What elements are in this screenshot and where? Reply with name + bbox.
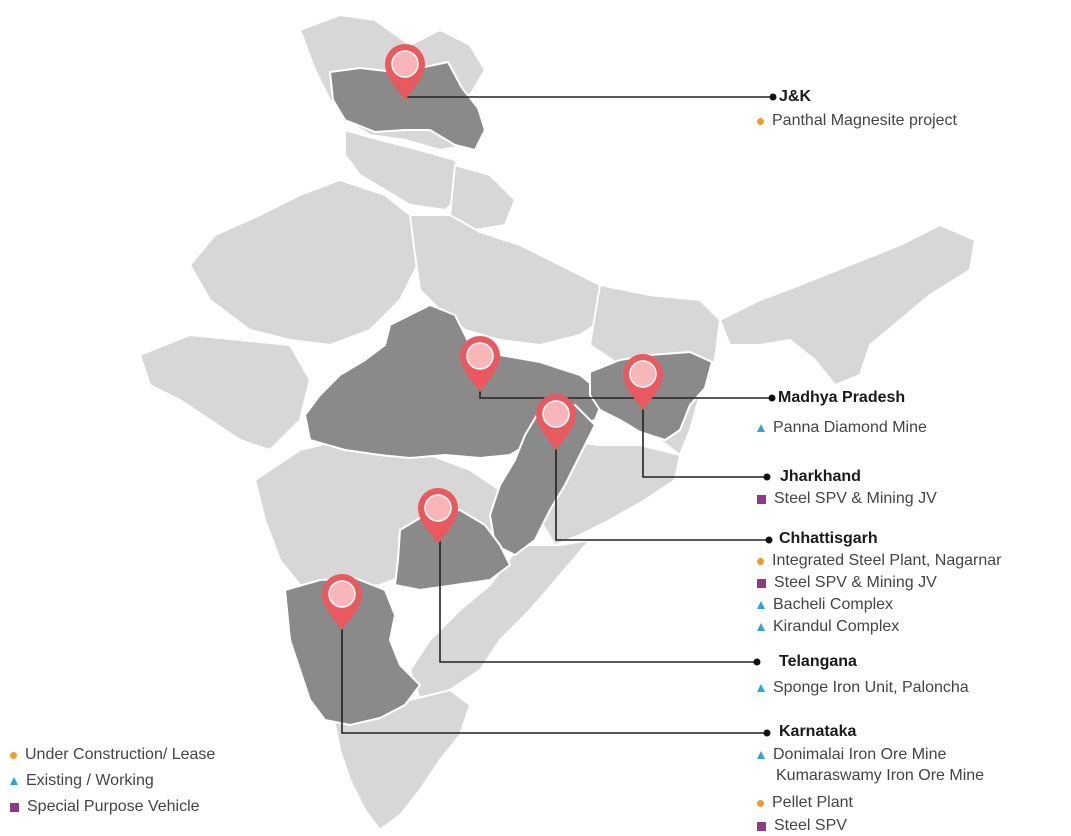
item-label: Kirandul Complex (773, 618, 900, 635)
legend-label: Special Purpose Vehicle (27, 798, 200, 815)
item-label: Steel SPV & Mining JV (774, 574, 937, 591)
item-label: Pellet Plant (772, 794, 853, 811)
list-item: Kumaraswamy Iron Ore Mine (776, 767, 984, 785)
existing-marker-icon (757, 751, 765, 759)
item-label: Panthal Magnesite project (772, 112, 957, 129)
list-item: Kirandul Complex (757, 618, 899, 636)
region-himachal (344, 129, 471, 211)
under-construction-marker-icon (757, 799, 764, 807)
list-item: Pellet Plant (757, 794, 853, 812)
under-construction-marker-icon (757, 557, 764, 565)
list-item: Bacheli Complex (757, 596, 893, 614)
item-label: Donimalai Iron Ore Mine (773, 746, 947, 763)
existing-marker-icon (10, 777, 18, 785)
list-item: Steel SPV (757, 817, 847, 835)
existing-marker-icon (757, 623, 765, 631)
existing-marker-icon (757, 424, 765, 432)
item-label: Steel SPV (774, 817, 847, 834)
item-label: Panna Diamond Mine (773, 419, 927, 436)
item-label: Bacheli Complex (773, 596, 894, 613)
under-construction-marker-icon (757, 117, 764, 125)
region-andhra (409, 539, 591, 701)
list-item: Steel SPV & Mining JV (757, 490, 937, 508)
state-label-karnataka: Karnataka (779, 723, 857, 740)
region-up (409, 214, 611, 346)
state-label-telangana: Telangana (779, 653, 857, 670)
leader-telangana (439, 520, 755, 663)
pin-jharkhand-icon (622, 353, 664, 411)
pin-chhattisgarh-icon (535, 393, 577, 451)
item-label: Integrated Steel Plant, Nagarnar (772, 552, 1002, 569)
leader-dot-telangana (753, 658, 761, 666)
leader-chhattisgarh (555, 425, 767, 541)
legend-label: Under Construction/ Lease (25, 746, 216, 763)
state-chhattisgarh (489, 404, 596, 556)
list-item: Sponge Iron Unit, Paloncha (757, 679, 969, 697)
country-base (139, 14, 976, 831)
pin-madhya-pradesh-icon (459, 335, 501, 393)
existing-marker-icon (757, 601, 765, 609)
state-label-madhya-pradesh: Madhya Pradesh (778, 389, 906, 406)
region-gujarat (139, 334, 311, 451)
item-label: Steel SPV & Mining JV (774, 490, 937, 507)
pin-karnataka-icon (321, 573, 363, 631)
pin-telangana-icon (417, 487, 459, 545)
legend-label: Existing / Working (26, 772, 154, 789)
state-label-jharkhand: Jharkhand (780, 468, 861, 485)
list-item: Integrated Steel Plant, Nagarnar (757, 552, 1001, 570)
pin-jk-icon (384, 43, 426, 101)
leader-dot-chhattisgarh (765, 536, 773, 544)
state-label-chhattisgarh: Chhattisgarh (779, 530, 878, 547)
leader-dot-jk (769, 93, 777, 101)
item-label: Kumaraswamy Iron Ore Mine (776, 767, 985, 784)
list-item: Panna Diamond Mine (757, 419, 927, 437)
under-construction-marker-icon (10, 751, 17, 759)
leader-dot-jharkhand (763, 473, 771, 481)
list-item: Donimalai Iron Ore Mine (757, 746, 946, 764)
state-label-jk: J&K (779, 88, 812, 105)
leader-karnataka (341, 600, 765, 734)
legend-item-under-construction: Under Construction/ Lease (10, 746, 215, 764)
state-karnataka (284, 577, 421, 726)
legend-item-existing: Existing / Working (10, 772, 154, 790)
legend-item-spv: Special Purpose Vehicle (10, 798, 200, 816)
region-northeast (719, 224, 976, 386)
region-south-tip (329, 689, 471, 831)
item-label: Sponge Iron Unit, Paloncha (773, 679, 969, 696)
list-item: Panthal Magnesite project (757, 112, 957, 130)
leader-dot-karnataka (763, 729, 771, 737)
leader-dot-madhya-pradesh (768, 394, 776, 402)
existing-marker-icon (757, 684, 765, 692)
spv-marker-icon (10, 802, 19, 812)
spv-marker-icon (757, 821, 766, 831)
spv-marker-icon (757, 578, 766, 588)
spv-marker-icon (757, 494, 766, 504)
list-item: Steel SPV & Mining JV (757, 574, 937, 592)
leader-jharkhand (642, 385, 765, 478)
